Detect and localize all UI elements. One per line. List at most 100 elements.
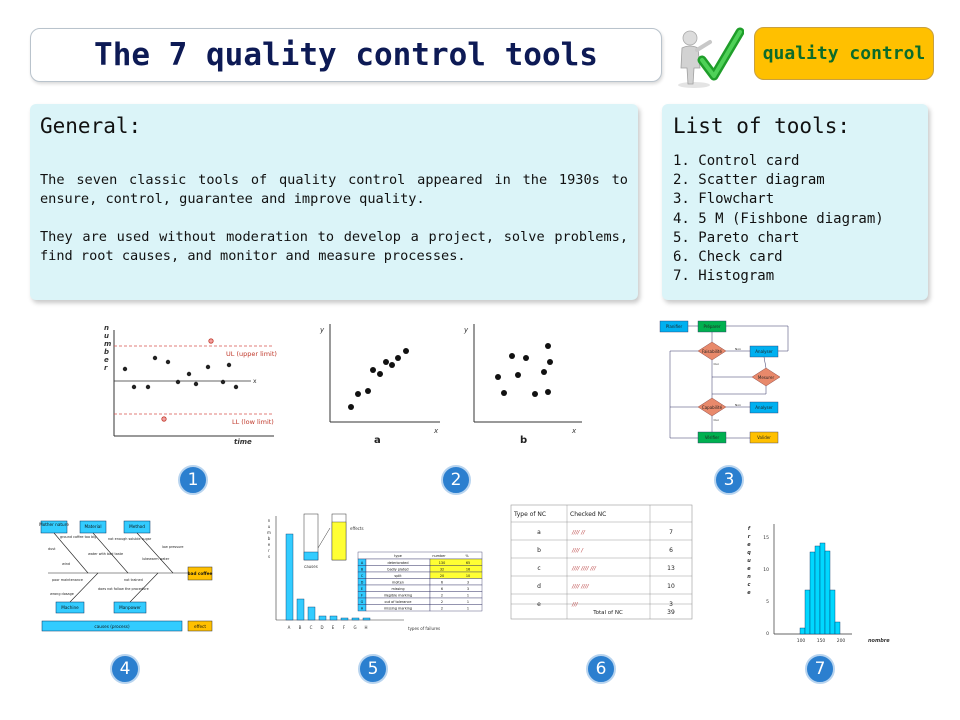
flow-preparer: Préparer xyxy=(703,324,720,329)
control-ylabel-m: m xyxy=(104,340,111,348)
flow-oui-2: Oui xyxy=(713,418,718,422)
check-card-thumbnail: Type of NC Checked NC a//// //7b//// /6c… xyxy=(510,504,693,620)
pareto-ylabel-n: n xyxy=(268,518,271,523)
flow-valider: Valider xyxy=(757,435,771,440)
pareto-row-type: missing marking xyxy=(384,606,412,610)
check-row-tally: //// //// xyxy=(571,584,590,590)
hist-ylabel-n: n xyxy=(747,574,751,580)
pareto-ylabel-u: u xyxy=(268,524,271,529)
pareto-ylabel-e: e xyxy=(268,542,271,547)
page-title: The 7 quality control tools xyxy=(94,37,598,73)
pareto-header-type: type xyxy=(394,554,402,558)
hist-ylabel-r: r xyxy=(748,534,751,540)
pareto-row-value-cell xyxy=(429,578,483,586)
control-lower-label: LL (low limit) xyxy=(232,418,274,426)
fish-cause-8: poor maintenance xyxy=(52,578,83,582)
check-row-tally: //// // xyxy=(571,530,586,536)
scatter-a-ylabel: y xyxy=(319,326,325,334)
general-paragraph-2: They are used without moderation to deve… xyxy=(40,229,628,264)
hist-ylabel-e3: e xyxy=(747,590,751,596)
badge-4: 4 xyxy=(110,654,140,684)
fish-causes: causes (process) xyxy=(94,624,130,629)
check-row-type: b xyxy=(537,547,541,554)
flow-non-1: Non xyxy=(735,347,741,351)
badge-3: 3 xyxy=(714,465,744,495)
check-header-checked: Checked NC xyxy=(570,511,606,518)
fish-cause-10: wrong dosage xyxy=(50,592,74,596)
fish-cause-1: ground coffee too big xyxy=(60,535,96,539)
pareto-row-number: 130 xyxy=(439,561,445,565)
fish-cause-5: water with bad taste xyxy=(88,552,123,556)
tool-item-4: 4. 5 M (Fishbone diagram) xyxy=(673,210,884,227)
check-row-count: 10 xyxy=(667,583,675,590)
pareto-row-number: 2 xyxy=(441,606,443,610)
pareto-causes-label: causes xyxy=(304,564,318,569)
pareto-row-percent: 16 xyxy=(466,567,470,571)
hist-ylabel-q: q xyxy=(747,550,751,556)
tool-item-3: 3. Flowchart xyxy=(673,191,775,208)
pareto-row-number: 2 xyxy=(441,600,443,604)
general-heading: General: xyxy=(40,114,142,138)
flow-oui-1: Oui xyxy=(713,362,718,366)
tool-item-6: 6. Check card xyxy=(673,249,783,266)
badge-2: 2 xyxy=(441,465,471,495)
title-box: The 7 quality control tools xyxy=(30,28,662,82)
tag-label: quality control xyxy=(762,43,926,64)
pareto-row-percent: 3 xyxy=(467,580,469,584)
fish-cause-7: wind xyxy=(62,562,70,566)
fish-material: Material xyxy=(84,524,101,529)
pareto-ylabel-r: r xyxy=(268,548,270,553)
flow-planifier: Planifier xyxy=(666,324,683,329)
pareto-row-key: C xyxy=(361,574,364,578)
pareto-row-percent: 65 xyxy=(466,561,470,565)
pareto-cat-e: E xyxy=(332,625,335,630)
control-ylabel-b: b xyxy=(104,348,109,356)
pareto-row-type: out of tolerance xyxy=(385,600,412,604)
flow-analyser-2: Analyser xyxy=(755,405,773,410)
hist-ylabel-e1: e xyxy=(747,542,751,548)
pareto-cat-g: G xyxy=(353,625,356,630)
check-row-count: 13 xyxy=(667,565,675,572)
fish-bad-coffee: bad coffee xyxy=(188,571,213,576)
fish-manpower: Manpower xyxy=(119,605,141,610)
flowchart-thumbnail: Planifier Préparer Faisabilité Analyser … xyxy=(659,320,789,444)
hist-ylabel-c: c xyxy=(748,582,751,588)
fishbone-thumbnail: Mother nature Material Method Machine Ma… xyxy=(39,520,213,632)
pareto-row-value-cell xyxy=(429,604,483,612)
flow-faisabilite: Faisabilité xyxy=(702,349,722,354)
fish-cause-6: lukewarm water xyxy=(142,557,170,561)
pareto-row-type: illegible marking xyxy=(384,593,412,597)
badge-1: 1 xyxy=(178,465,208,495)
quality-control-tag: quality control xyxy=(754,27,934,80)
pareto-row-value-cell xyxy=(429,565,483,573)
control-chart-thumbnail: n u m b e r x UL (upper limit) LL (low l… xyxy=(104,324,277,446)
pareto-row-number: 32 xyxy=(440,567,444,571)
control-axis-x: x xyxy=(253,378,257,385)
fish-cause-4: dust xyxy=(48,547,56,551)
pareto-row-key: D xyxy=(361,580,364,584)
pareto-row-value-cell xyxy=(429,591,483,599)
flow-mesurer: Mesurer xyxy=(758,375,775,380)
pareto-row-type: split xyxy=(394,574,402,578)
flow-non-2: Non xyxy=(735,403,741,407)
pareto-cat-f: F xyxy=(343,625,346,630)
hist-xtick-200: 200 xyxy=(837,638,846,644)
pareto-ylabel-b: b xyxy=(268,536,271,541)
pareto-cat-d: D xyxy=(320,625,323,630)
hist-ylabel-e2: e xyxy=(747,566,751,572)
pareto-row-percent: 1 xyxy=(467,606,469,610)
pareto-row-key: B xyxy=(361,567,364,571)
scatter-b-label: b xyxy=(520,435,527,446)
pareto-ylabel-s: s xyxy=(268,554,270,559)
check-row-tally: //// / xyxy=(571,548,584,554)
check-row-tally: //// //// /// xyxy=(571,566,597,572)
tools-heading: List of tools: xyxy=(673,114,851,138)
pareto-xlabel: types of failures xyxy=(408,626,440,631)
pareto-row-value-cell xyxy=(429,597,483,605)
hist-ytick-15: 15 xyxy=(763,535,769,541)
tools-list: 1. Control card 2. Scatter diagram 3. Fl… xyxy=(673,152,918,286)
pareto-row-value-cell xyxy=(429,571,483,579)
hist-xtick-150: 150 xyxy=(817,638,826,644)
fish-method: Method xyxy=(129,524,145,529)
check-row-count: 3 xyxy=(669,601,673,608)
